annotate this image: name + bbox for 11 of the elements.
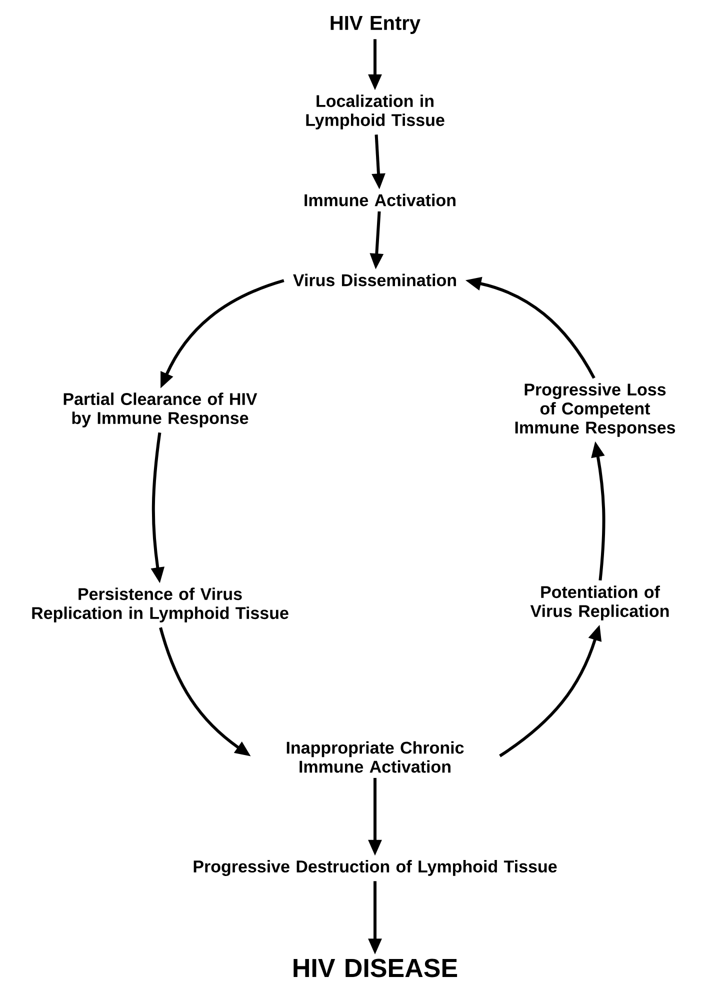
node-label: Persistence of Virus Replication in Lymphoid Tissue bbox=[32, 588, 288, 622]
node-label: Inappropriate Chronic Immune Activation bbox=[286, 741, 464, 773]
node-label: Partial Clearance of HIV by Immune Response bbox=[64, 392, 258, 428]
node-label: Progressive Destruction of Lymphoid Tissue bbox=[194, 860, 557, 876]
node-label: Potentiation of Virus Replication bbox=[530, 586, 669, 620]
node-label: HIV Entry bbox=[330, 16, 420, 34]
node-label: Localization in Lymphoid Tissue bbox=[306, 94, 444, 130]
node-label: Immune Activation bbox=[304, 194, 456, 206]
node-label: Progressive Loss of Competent Immune Responses bbox=[515, 383, 676, 437]
node-label: HIV DISEASE bbox=[294, 958, 458, 978]
node-label: Virus Dissemination bbox=[293, 274, 456, 286]
